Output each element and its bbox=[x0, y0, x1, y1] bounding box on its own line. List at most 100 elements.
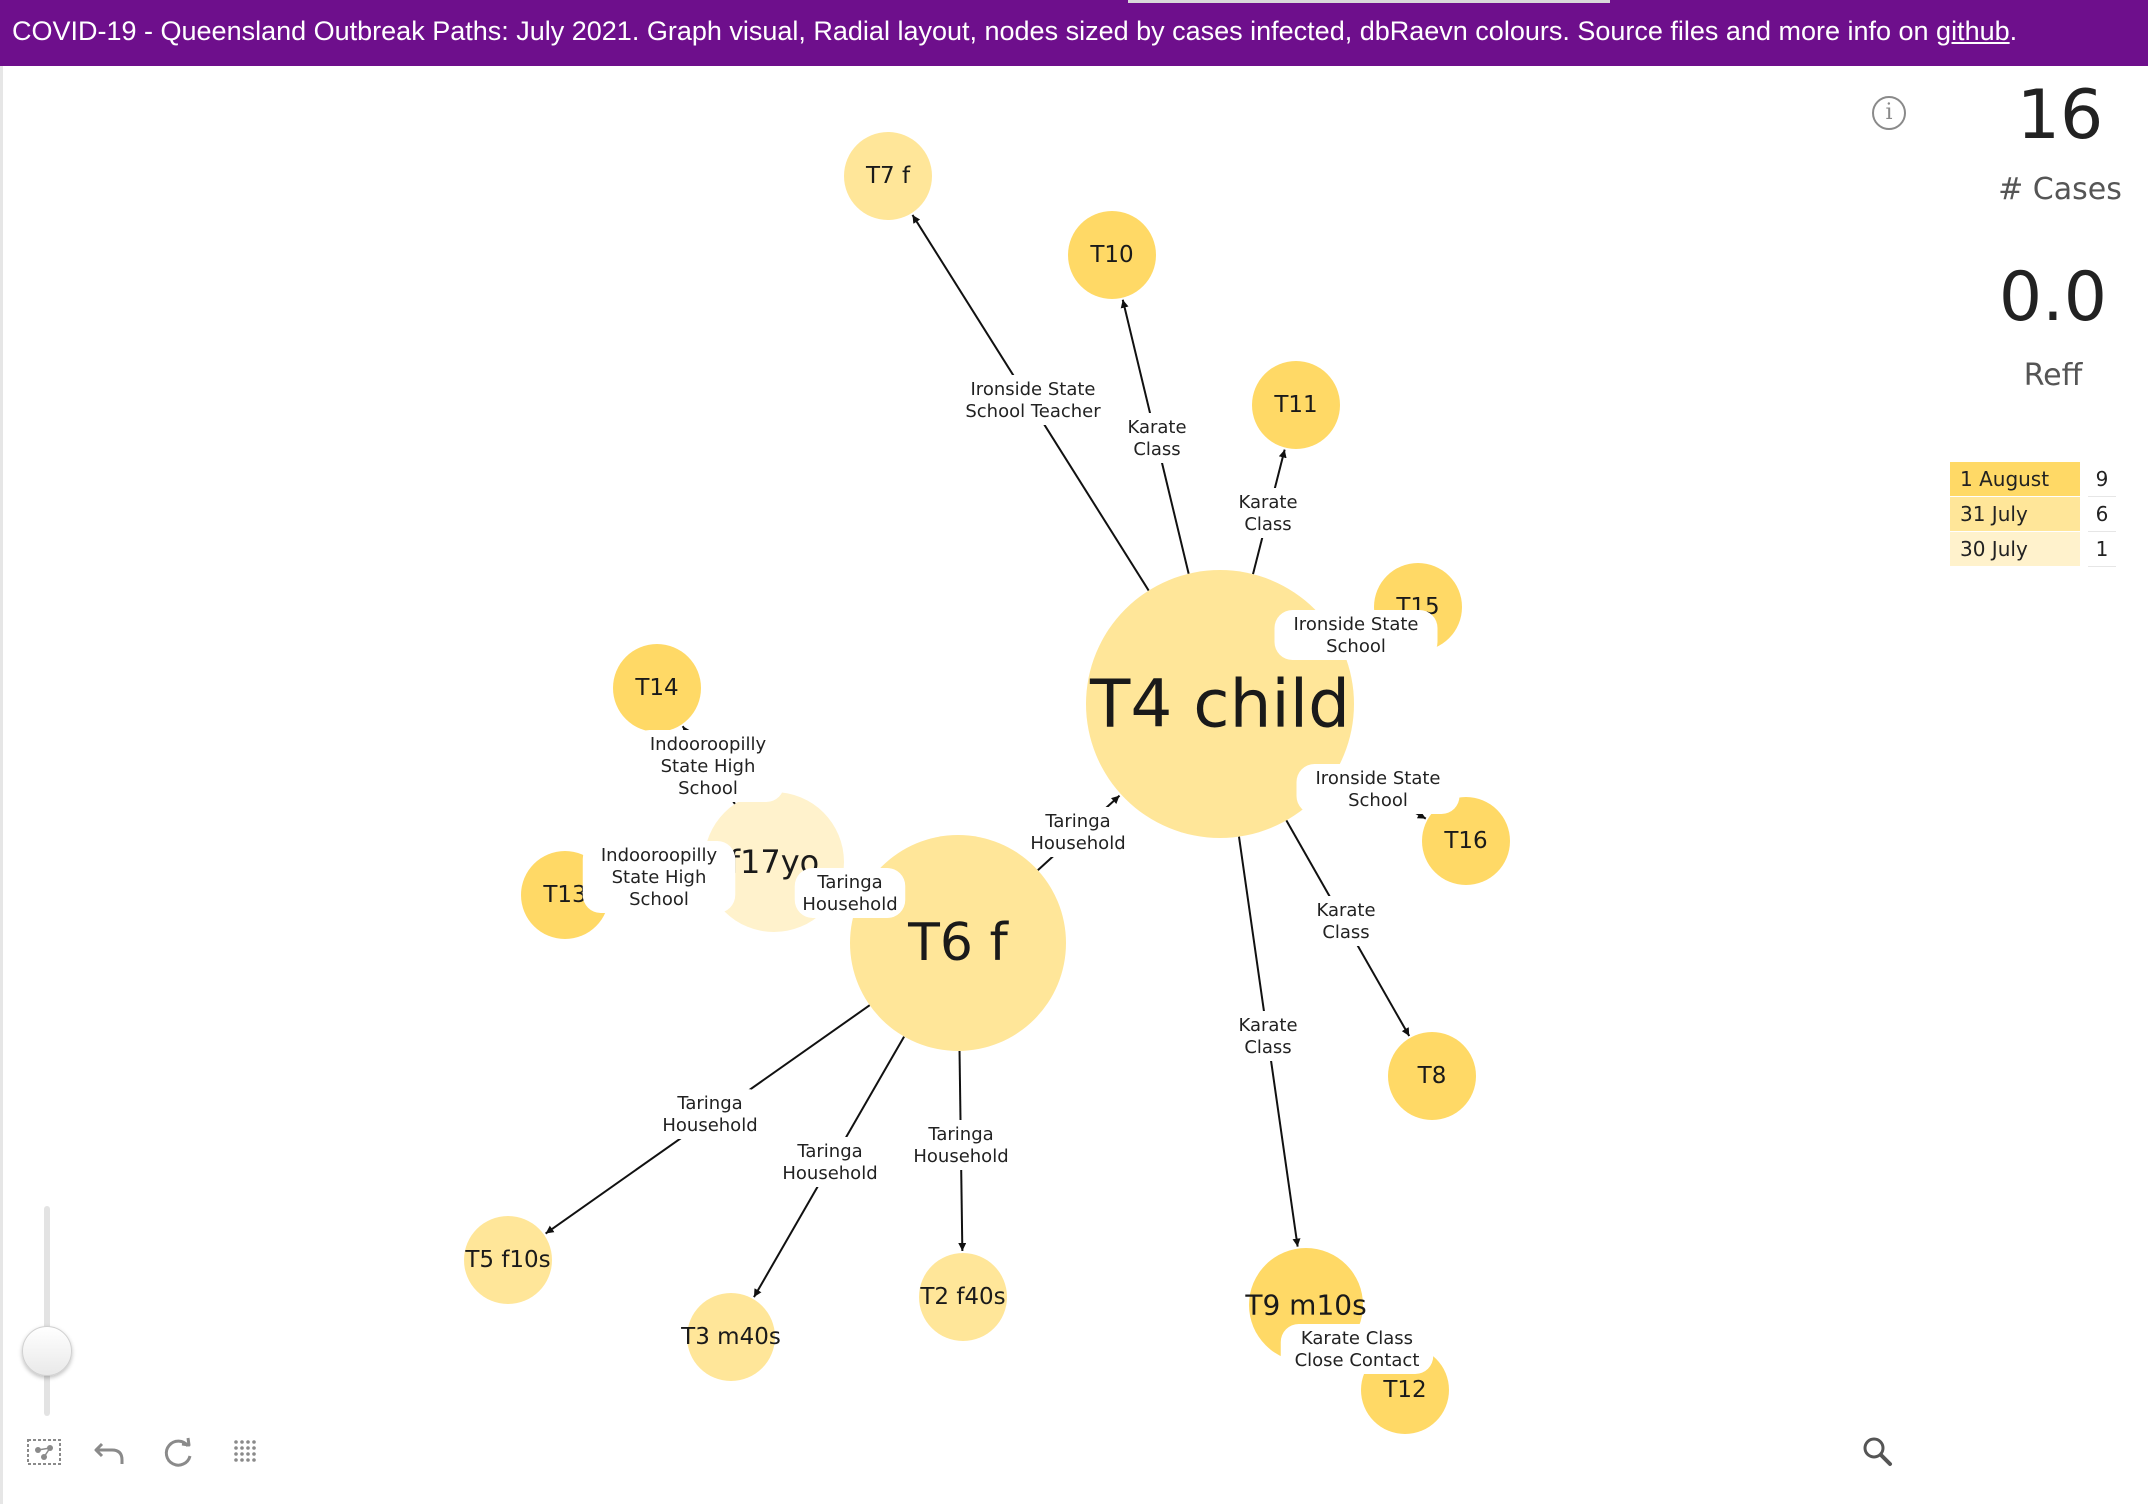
zoom-slider-track[interactable] bbox=[44, 1206, 50, 1416]
node-T16[interactable]: T16 bbox=[1422, 797, 1510, 885]
edge-label-text: Taringa bbox=[676, 1093, 742, 1114]
node-T10[interactable]: T10 bbox=[1068, 211, 1156, 299]
node-label: T2 f40s bbox=[919, 1284, 1005, 1310]
node-circle[interactable] bbox=[687, 1293, 775, 1381]
edge-label-text: Karate bbox=[1238, 492, 1297, 513]
edge-label-text: Ironside State bbox=[971, 379, 1096, 400]
node-T2[interactable]: T2 f40s bbox=[919, 1253, 1007, 1341]
node-circle[interactable] bbox=[844, 132, 932, 220]
edge-label-background bbox=[1117, 413, 1197, 463]
edge-label-text: Karate bbox=[1238, 1015, 1297, 1036]
legend-label: 31 July bbox=[1950, 497, 2080, 531]
edge-label-text: Class bbox=[1244, 514, 1291, 535]
grid-button[interactable] bbox=[226, 1432, 266, 1472]
node-circle[interactable] bbox=[1422, 797, 1510, 885]
node-label: T4 child bbox=[1089, 666, 1350, 743]
node-T6[interactable]: T6 f bbox=[850, 835, 1066, 1051]
legend-count: 6 bbox=[2088, 497, 2116, 532]
node-T3[interactable]: T3 m40s bbox=[680, 1293, 781, 1381]
node-label: T14 bbox=[634, 675, 678, 701]
edge-label-text: School bbox=[678, 778, 738, 799]
edge-label-text: Household bbox=[782, 1163, 877, 1184]
node-label: T6 f bbox=[907, 913, 1009, 973]
title-bar: COVID-19 - Queensland Outbreak Paths: Ju… bbox=[0, 0, 2148, 66]
edge-label-background bbox=[951, 375, 1115, 425]
edge-label-background bbox=[654, 1089, 766, 1139]
info-icon[interactable]: i bbox=[1872, 96, 1906, 130]
edge-label-background bbox=[1296, 764, 1460, 814]
edge-label-text: Household bbox=[662, 1115, 757, 1136]
node-label: T9 m10s bbox=[1244, 1289, 1366, 1322]
legend-row[interactable]: 30 July 1 bbox=[1950, 532, 2116, 567]
edge-label-text: Ironside State bbox=[1316, 768, 1441, 789]
cases-label: # Cases bbox=[1998, 172, 2122, 207]
edge-label-text: State High bbox=[612, 867, 707, 888]
edge-label-background bbox=[1228, 488, 1308, 538]
edge-label-background bbox=[774, 1137, 886, 1187]
edge-label-text: Indooroopilly bbox=[601, 845, 718, 866]
edge-label-text: Taringa bbox=[816, 872, 882, 893]
edge-label-background bbox=[1228, 1011, 1308, 1061]
undo-button[interactable] bbox=[90, 1432, 130, 1472]
undo-icon bbox=[94, 1442, 124, 1464]
zoom-slider-thumb[interactable] bbox=[22, 1326, 72, 1376]
node-circle[interactable] bbox=[1068, 211, 1156, 299]
legend-label: 30 July bbox=[1950, 532, 2080, 566]
edge-label-text: School Teacher bbox=[965, 401, 1101, 422]
edge-label-text: Household bbox=[1030, 833, 1125, 854]
edge-label-text: Class bbox=[1244, 1037, 1291, 1058]
edge-label-background bbox=[1274, 610, 1438, 660]
node-T5[interactable]: T5 f10s bbox=[464, 1216, 552, 1304]
node-T7[interactable]: T7 f bbox=[844, 132, 932, 220]
edge-label-text: State High bbox=[661, 756, 756, 777]
edge-label-text: Household bbox=[802, 894, 897, 915]
edge-label-text: Class bbox=[1133, 439, 1180, 460]
search-icon bbox=[1863, 1437, 1892, 1466]
node-label: T12 bbox=[1382, 1377, 1426, 1403]
edge-label-text: Close Contact bbox=[1295, 1350, 1420, 1371]
edge-label-text: Class bbox=[1322, 922, 1369, 943]
edge-label-background bbox=[1306, 896, 1386, 946]
node-label: T7 f bbox=[865, 163, 911, 189]
edge-label-text: Karate bbox=[1127, 417, 1186, 438]
node-T8[interactable]: T8 bbox=[1388, 1032, 1476, 1120]
date-legend: 1 August 9 31 July 6 30 July 1 bbox=[1950, 462, 2116, 567]
edge-label-background bbox=[905, 1120, 1017, 1170]
legend-label: 1 August bbox=[1950, 462, 2080, 496]
title-suffix: . bbox=[2009, 16, 2018, 46]
node-T14[interactable]: T14 bbox=[613, 644, 701, 732]
search-button[interactable] bbox=[1858, 1432, 1898, 1472]
reff-label: Reff bbox=[2023, 358, 2083, 393]
reff-value: 0.0 bbox=[1998, 258, 2108, 337]
node-circle[interactable] bbox=[1252, 361, 1340, 449]
fit-to-view-icon bbox=[27, 1439, 61, 1465]
edge-label-text: Karate Class bbox=[1301, 1328, 1413, 1349]
fit-to-view-button[interactable] bbox=[24, 1432, 64, 1472]
legend-row[interactable]: 31 July 6 bbox=[1950, 497, 2116, 532]
header-tab-indicator bbox=[1128, 0, 1610, 3]
legend-row[interactable]: 1 August 9 bbox=[1950, 462, 2116, 497]
refresh-button[interactable] bbox=[158, 1432, 198, 1472]
edge-label-text: School bbox=[1326, 636, 1386, 657]
edge-label-text: School bbox=[1348, 790, 1408, 811]
edge-label-text: School bbox=[629, 889, 689, 910]
node-label: T11 bbox=[1273, 392, 1317, 418]
node-circle[interactable] bbox=[1388, 1032, 1476, 1120]
node-circle[interactable] bbox=[919, 1253, 1007, 1341]
node-T11[interactable]: T11 bbox=[1252, 361, 1340, 449]
node-circle[interactable] bbox=[464, 1216, 552, 1304]
node-circle[interactable] bbox=[613, 644, 701, 732]
github-link[interactable]: github bbox=[1936, 16, 2010, 46]
edge-label-background bbox=[631, 730, 785, 802]
node-label: T10 bbox=[1089, 242, 1133, 268]
